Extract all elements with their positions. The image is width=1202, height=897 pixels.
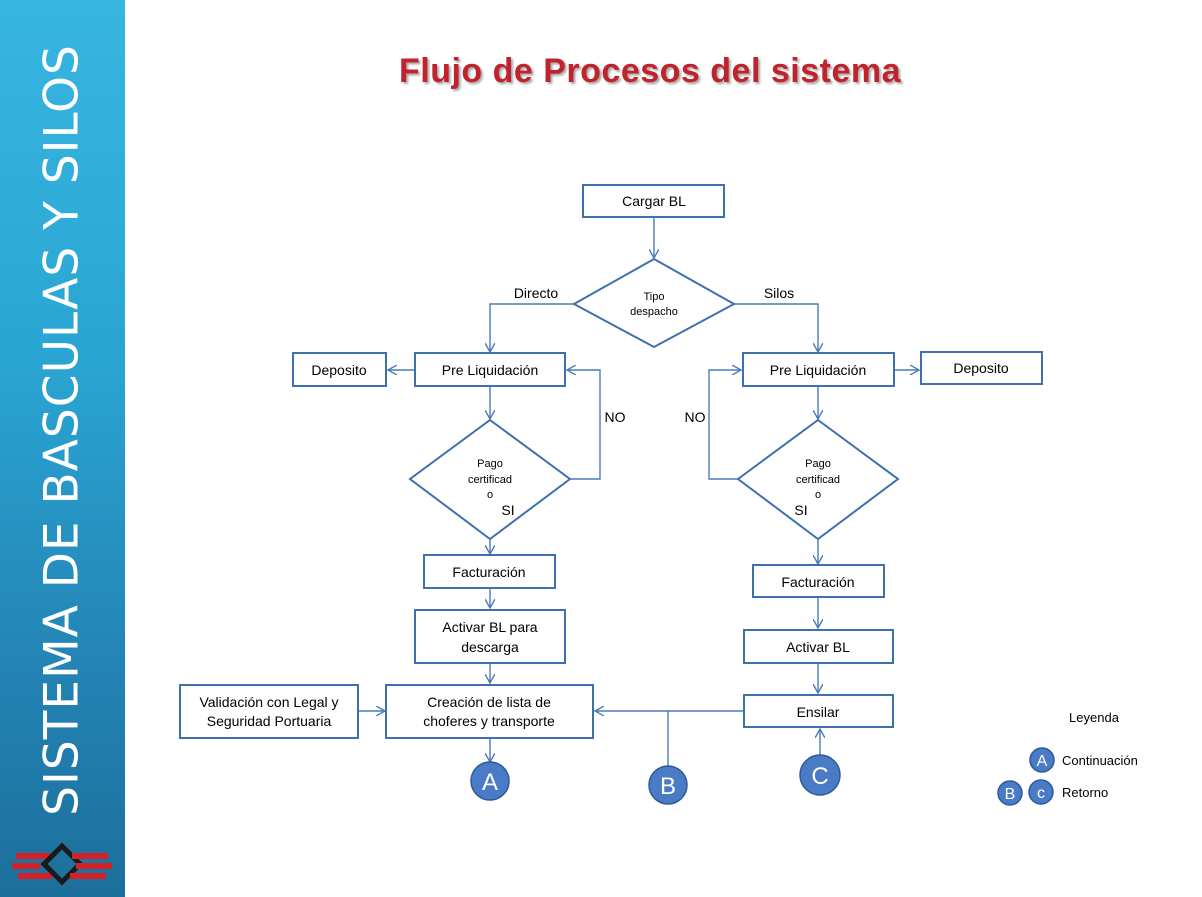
legend-title: Leyenda [1069, 710, 1120, 725]
node-ensilar: Ensilar [743, 694, 894, 728]
label-right-no: NO [685, 409, 706, 425]
svg-text:Pre Liquidación: Pre Liquidación [770, 362, 867, 378]
label-silos: Silos [764, 285, 794, 301]
node-right-deposito: Deposito [920, 351, 1043, 385]
node-creacion-lista-choferes: Creación de lista de choferes y transpor… [385, 684, 594, 739]
svg-text:Pre Liquidación: Pre Liquidación [442, 362, 539, 378]
svg-text:Validación con Legal y: Validación con Legal y [199, 694, 338, 710]
svg-text:certificad: certificad [468, 474, 512, 486]
svg-text:Facturación: Facturación [781, 574, 854, 590]
legend-return-label: Retorno [1062, 785, 1108, 800]
node-left-facturacion: Facturación [423, 554, 556, 589]
legend-continuation-symbol: A [1037, 753, 1048, 770]
svg-text:Activar BL: Activar BL [786, 639, 850, 655]
svg-text:Ensilar: Ensilar [797, 704, 840, 720]
decision-left-pago-certificado: Pago certificad o [408, 418, 572, 541]
node-validacion-legal: Validación con Legal y Seguridad Portuar… [179, 684, 359, 739]
connector-lines [359, 217, 919, 766]
svg-text:Creación de lista de: Creación de lista de [427, 694, 551, 710]
legend-return-symbol-c: c [1037, 785, 1045, 802]
legend-continuation-label: Continuación [1062, 753, 1138, 768]
svg-text:Facturación: Facturación [452, 564, 525, 580]
node-left-deposito: Deposito [292, 352, 387, 387]
svg-text:Cargar BL: Cargar BL [622, 193, 686, 209]
connector-a: A [470, 761, 510, 801]
connector-c: C [799, 754, 841, 796]
svg-text:Pago: Pago [477, 458, 503, 470]
legend: Leyenda A Continuación B c Retorno [997, 710, 1138, 806]
sbs-logo [12, 842, 112, 886]
sidebar: SISTEMA DE BASCULAS Y SILOS [0, 0, 125, 897]
svg-text:A: A [482, 769, 498, 796]
svg-text:certificad: certificad [796, 474, 840, 486]
decision-tipo-despacho: Tipo despacho [571, 257, 737, 349]
label-directo: Directo [514, 285, 559, 301]
svg-text:choferes y transporte: choferes y transporte [423, 713, 555, 729]
svg-text:Pago: Pago [805, 458, 831, 470]
svg-text:B: B [660, 773, 676, 800]
svg-text:o: o [815, 489, 821, 501]
label-left-no: NO [605, 409, 626, 425]
node-cargar-bl: Cargar BL [582, 184, 725, 218]
svg-text:Seguridad Portuaria: Seguridad Portuaria [207, 713, 332, 729]
legend-return-symbol-b: B [1005, 786, 1016, 803]
svg-text:despacho: despacho [630, 306, 678, 318]
node-activar-bl-para-descarga: Activar BL para descarga [414, 609, 566, 664]
svg-text:Activar BL para: Activar BL para [442, 619, 537, 635]
node-left-pre-liquidacion: Pre Liquidación [414, 352, 566, 387]
svg-text:Deposito: Deposito [311, 362, 366, 378]
svg-text:C: C [811, 763, 828, 790]
node-activar-bl: Activar BL [743, 629, 894, 664]
label-left-si: SI [501, 502, 514, 518]
connector-b: B [648, 765, 688, 805]
svg-text:Tipo: Tipo [644, 291, 665, 303]
label-right-si: SI [794, 502, 807, 518]
svg-text:Deposito: Deposito [953, 360, 1008, 376]
decision-right-pago-certificado: Pago certificad o [736, 418, 900, 541]
page-title: Flujo de Procesos del sistema [398, 52, 901, 90]
node-right-pre-liquidacion: Pre Liquidación [742, 352, 895, 387]
svg-text:o: o [487, 489, 493, 501]
node-right-facturacion: Facturación [752, 564, 885, 598]
svg-text:descarga: descarga [461, 639, 519, 655]
